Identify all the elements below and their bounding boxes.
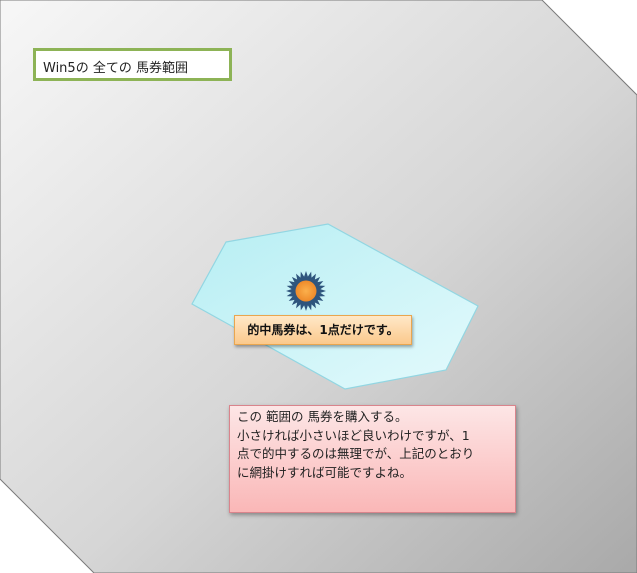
note-line: に網掛けすれば可能ですよね。 — [237, 464, 413, 480]
hit-callout-box: 的中馬券は、1点だけです。 — [234, 315, 412, 345]
explanation-note-box: この 範囲の 馬券を購入する。 小さければ小さいほど良いわけですが、1 点で的中… — [229, 405, 516, 513]
note-line: この 範囲の 馬券を購入する。 — [237, 409, 408, 424]
starburst-icon — [286, 271, 326, 311]
range-title-box: Win5の 全ての 馬券範囲 — [33, 48, 232, 81]
range-title-text: Win5の 全ての 馬券範囲 — [43, 61, 188, 76]
hit-callout-text: 的中馬券は、1点だけです。 — [247, 323, 399, 337]
starburst-core — [295, 280, 317, 302]
betting-range-polygon — [191, 223, 479, 390]
note-line: 小さければ小さいほど良いわけですが、1 — [237, 427, 470, 443]
note-line: 点で的中するのは無理でが、上記のとおり — [237, 446, 475, 461]
